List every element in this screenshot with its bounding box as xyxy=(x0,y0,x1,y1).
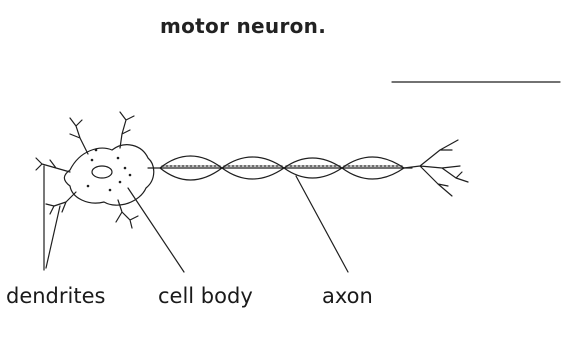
leader-lines xyxy=(44,166,348,272)
cell-granules xyxy=(87,149,132,192)
label-axon: axon xyxy=(322,284,373,308)
figure-title: motor neuron. xyxy=(160,14,326,38)
dendrites xyxy=(36,112,138,228)
axon-terminals xyxy=(404,140,468,196)
nucleus xyxy=(92,166,112,178)
cell-body xyxy=(64,145,153,205)
label-cell-body: cell body xyxy=(158,284,253,308)
label-dendrites: dendrites xyxy=(6,284,105,308)
